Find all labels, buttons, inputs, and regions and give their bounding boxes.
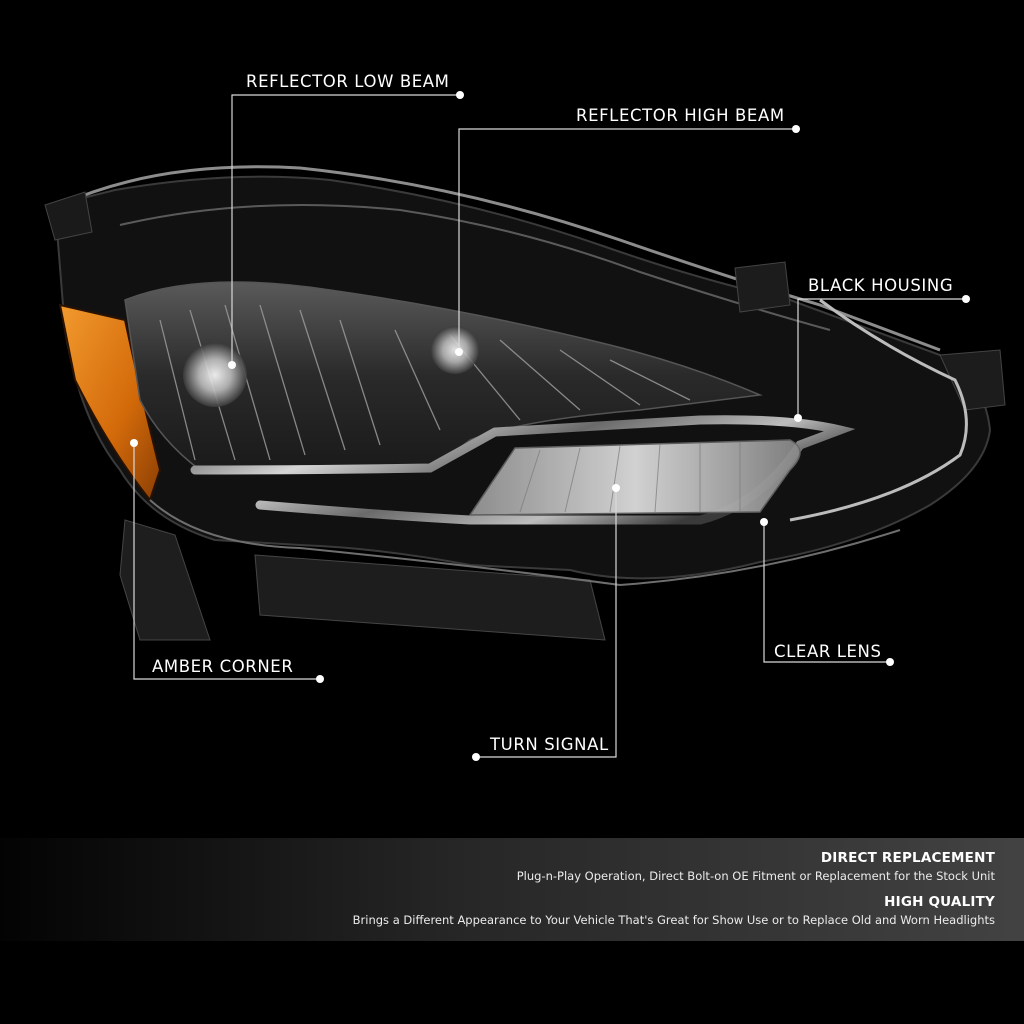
line-reflector-high-beam xyxy=(458,128,796,352)
line-amber-corner xyxy=(133,443,320,680)
line-turn-signal xyxy=(476,488,617,758)
label-amber-corner: AMBER CORNER xyxy=(152,657,294,676)
label-clear-lens: CLEAR LENS xyxy=(774,642,882,661)
callout-lines xyxy=(133,94,966,758)
bottom-bracket xyxy=(119,519,211,641)
mounting-tab-side xyxy=(939,349,1006,411)
feature-direct-replacement: DIRECT REPLACEMENT Plug-n-Play Operation… xyxy=(517,850,995,883)
label-reflector-high-beam: REFLECTOR HIGH BEAM xyxy=(576,106,785,125)
mounting-tab-top xyxy=(734,261,791,313)
line-clear-lens xyxy=(763,522,890,663)
turn-signal-lens xyxy=(468,439,801,516)
label-turn-signal: TURN SIGNAL xyxy=(490,735,609,754)
chrome-trim-outer xyxy=(789,298,968,522)
high-beam-bulb xyxy=(431,326,479,374)
feature-text: Plug-n-Play Operation, Direct Bolt-on OE… xyxy=(516,869,995,883)
label-black-housing: BLACK HOUSING xyxy=(808,276,954,295)
feature-info-panel: DIRECT REPLACEMENT Plug-n-Play Operation… xyxy=(0,838,1024,941)
feature-high-quality: HIGH QUALITY Brings a Different Appearan… xyxy=(353,894,995,927)
feature-title: HIGH QUALITY xyxy=(884,894,995,910)
turn-signal-ribs xyxy=(519,442,741,513)
line-reflector-low-beam xyxy=(231,94,460,365)
bottom-shield xyxy=(254,554,606,641)
feature-text: Brings a Different Appearance to Your Ve… xyxy=(352,913,995,927)
line-black-housing xyxy=(797,298,966,418)
low-beam-bulb xyxy=(183,343,247,407)
top-rim xyxy=(59,165,941,352)
lower-edge xyxy=(149,499,901,587)
mounting-tab-left xyxy=(44,191,93,241)
callout-dots xyxy=(130,91,970,761)
feature-title: DIRECT REPLACEMENT xyxy=(820,850,995,866)
label-reflector-low-beam: REFLECTOR LOW BEAM xyxy=(246,72,450,91)
top-rim-inner xyxy=(119,204,831,331)
